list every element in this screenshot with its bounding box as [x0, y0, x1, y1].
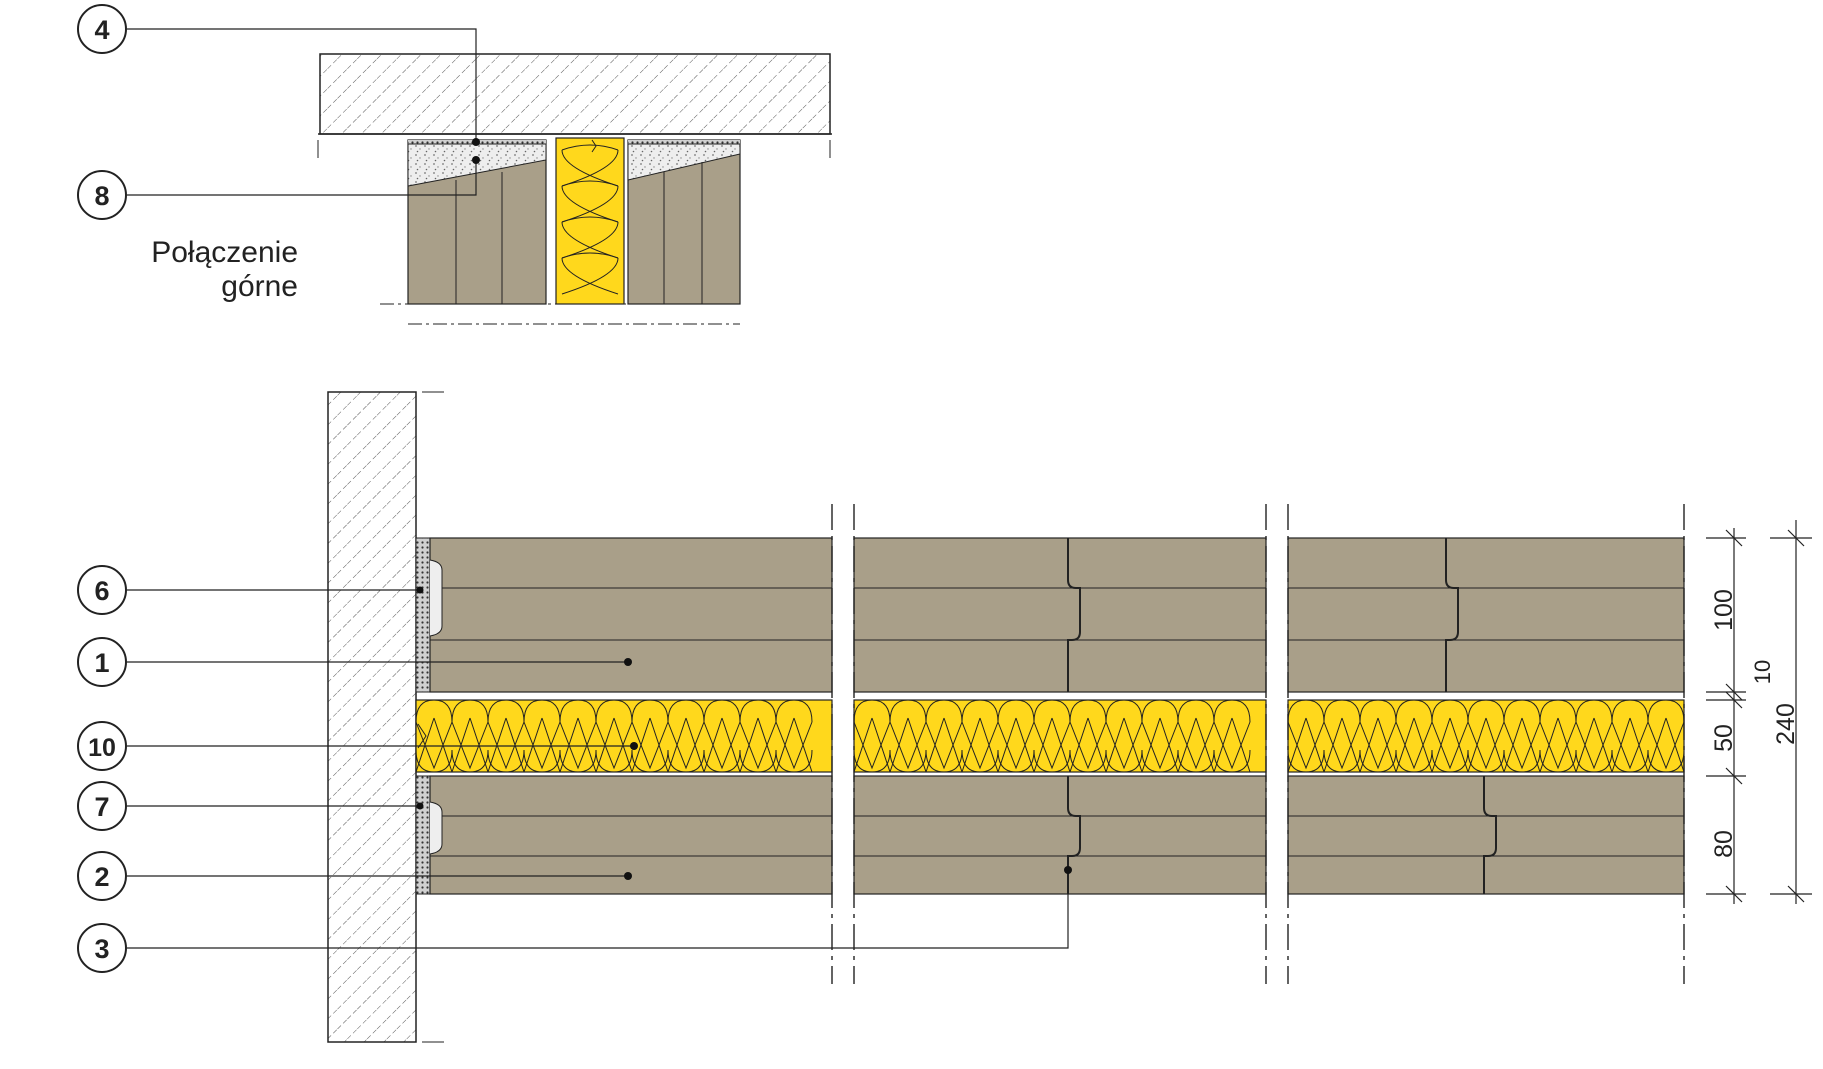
dim-10: 10: [1750, 660, 1775, 684]
callouts: [127, 28, 1069, 949]
dim-80: 80: [1710, 830, 1738, 858]
callout-bubbles: 4 8 6 1 10 7 2 3: [77, 4, 127, 973]
top-insulation-pattern: [561, 144, 619, 295]
svg-text:8: 8: [94, 181, 109, 211]
callout-2: 2: [77, 851, 127, 901]
dim-100: 100: [1710, 589, 1738, 631]
dim-50: 50: [1710, 724, 1738, 752]
callout-3: 3: [77, 923, 127, 973]
svg-text:1: 1: [94, 648, 109, 678]
ceiling-slab: [319, 53, 831, 135]
caption-line-2: górne: [221, 270, 298, 303]
top-right-mortar: [627, 143, 741, 181]
dimension-lines: [1706, 520, 1812, 904]
insulation-layer: [415, 699, 1685, 773]
callout-6: 6: [77, 565, 127, 615]
detail-caption: Połączenie górne: [90, 236, 298, 304]
svg-text:10: 10: [88, 734, 116, 762]
svg-text:7: 7: [94, 792, 109, 822]
top-left-mortar: [407, 143, 547, 187]
caption-line-1: Połączenie: [151, 236, 298, 269]
dimension-labels: 100 10 50 80 240: [1710, 589, 1800, 858]
dim-240: 240: [1772, 703, 1800, 745]
svg-text:2: 2: [94, 862, 109, 892]
concrete-wall: [327, 391, 417, 1043]
svg-text:6: 6: [94, 576, 109, 606]
callout-10: 10: [77, 721, 127, 771]
outer-leaf: [415, 537, 1685, 693]
callout-7: 7: [77, 781, 127, 831]
main-section: [327, 391, 1685, 1043]
top-detail: [317, 53, 832, 325]
svg-text:3: 3: [94, 934, 109, 964]
break-lines: [831, 504, 1685, 984]
inner-leaf: [415, 775, 1685, 895]
svg-text:4: 4: [94, 15, 109, 45]
top-right-membrane: [628, 140, 740, 144]
callout-1: 1: [77, 637, 127, 687]
callout-4: 4: [77, 4, 127, 54]
callout-dots: [416, 138, 1072, 880]
callout-8: 8: [77, 170, 127, 220]
top-insulation: [555, 137, 625, 305]
